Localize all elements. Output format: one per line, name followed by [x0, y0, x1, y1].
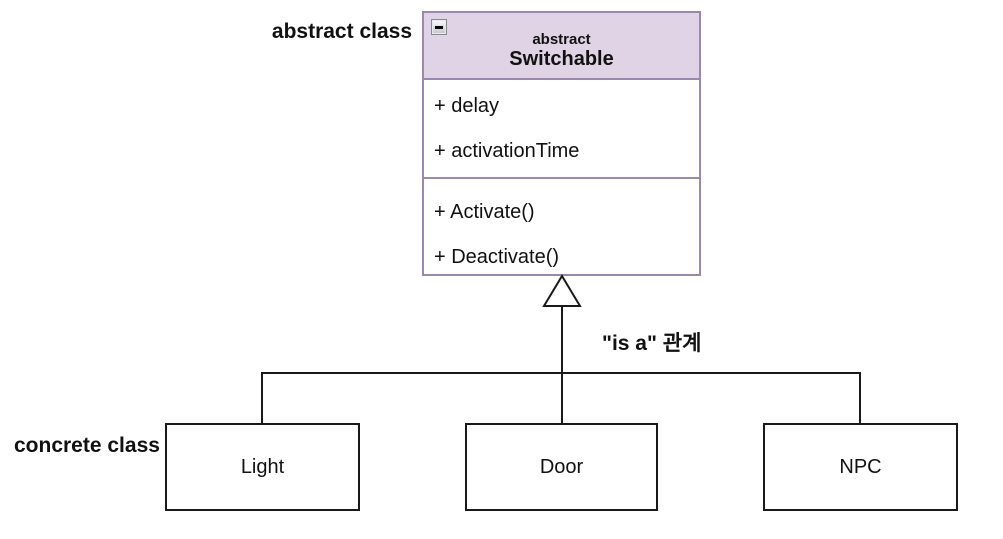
minus-icon	[435, 26, 443, 29]
connector-line-horizontal	[261, 372, 861, 374]
operation-row: + Deactivate()	[434, 246, 560, 268]
connector-line-right	[859, 372, 861, 423]
class-box-switchable[interactable]: abstract Switchable + delay + activation…	[422, 11, 701, 276]
class-stereotype: abstract	[532, 31, 591, 48]
inheritance-triangle-icon	[542, 274, 582, 307]
connector-line-center	[561, 307, 563, 423]
collapse-button[interactable]	[431, 19, 447, 35]
attribute-row: + activationTime	[434, 140, 580, 162]
class-name: NPC	[839, 455, 882, 478]
concrete-class-annotation: concrete class	[14, 434, 160, 457]
operations-section: + Activate() + Deactivate()	[424, 179, 699, 276]
attribute-row: + delay	[434, 95, 500, 117]
class-name: Switchable	[509, 48, 614, 70]
is-a-relation-annotation: "is a" 관계	[602, 332, 702, 355]
class-box-light[interactable]: Light	[165, 423, 360, 511]
abstract-class-annotation: abstract class	[271, 20, 412, 43]
class-header: abstract Switchable	[424, 13, 699, 80]
attributes-section: + delay + activationTime	[424, 80, 699, 179]
class-box-door[interactable]: Door	[465, 423, 658, 511]
class-name: Light	[240, 455, 285, 478]
class-box-npc[interactable]: NPC	[763, 423, 958, 511]
class-name: Door	[539, 455, 584, 478]
connector-line-left	[261, 372, 263, 423]
operation-row: + Activate()	[434, 201, 535, 223]
